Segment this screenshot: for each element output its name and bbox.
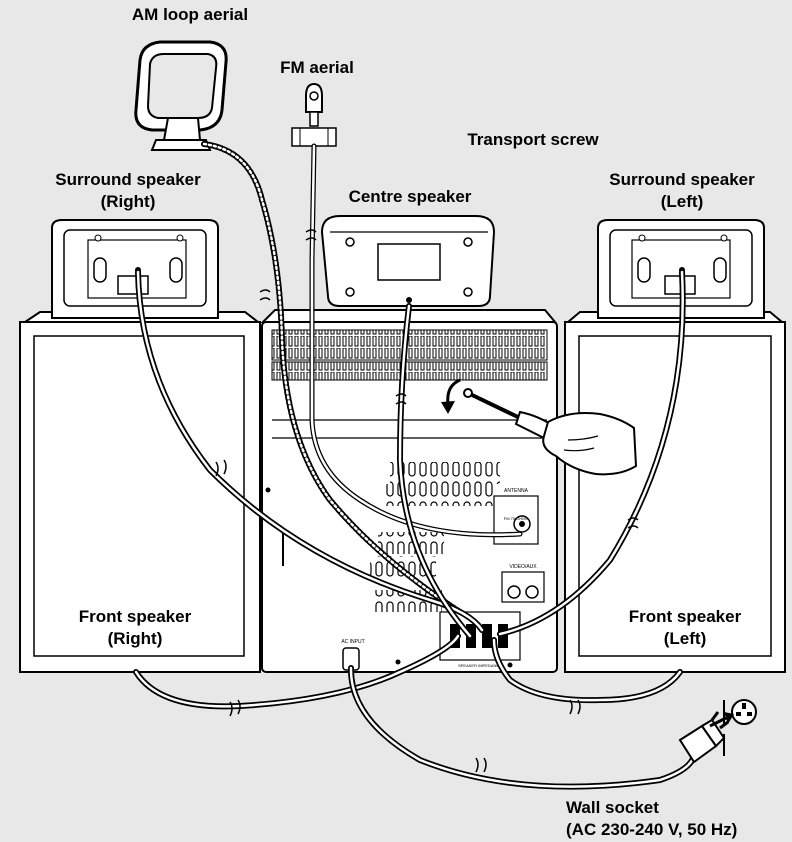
surround-left-label-line1: Surround speaker xyxy=(609,170,755,189)
am-loop-aerial xyxy=(134,40,228,151)
fm-aerial xyxy=(291,82,337,147)
front-left-label-line1: Front speaker xyxy=(628,607,742,626)
transport-screw-label: Transport screw xyxy=(467,130,599,149)
surround-right-label-line1: Surround speaker xyxy=(55,170,201,189)
fm-aerial-label: FM aerial xyxy=(280,58,354,77)
centre-speaker xyxy=(320,215,496,307)
surround-speaker-right xyxy=(51,219,219,319)
front-speaker-left xyxy=(564,311,786,673)
wall-socket-label-line2: (AC 230-240 V, 50 Hz) xyxy=(566,820,738,839)
surround-left-label-line2: (Left) xyxy=(660,192,704,211)
fm-75-marking: FM 75 OHMS xyxy=(504,516,529,521)
speakers-marking: SPEAKER IMPEDANCE xyxy=(458,663,502,668)
surround-right-label-line2: (Right) xyxy=(100,192,156,211)
antenna-marking: ANTENNA xyxy=(504,488,529,494)
front-speaker-right xyxy=(19,311,261,673)
wall-socket-label-line1: Wall socket xyxy=(566,798,659,817)
am-loop-aerial-label: AM loop aerial xyxy=(131,5,249,24)
screwdriver-hand xyxy=(441,378,638,476)
centre-speaker-label: Centre speaker xyxy=(348,187,472,206)
cable-break-marks xyxy=(215,229,639,773)
cables xyxy=(133,141,697,790)
video-aux-marking: VIDEO/AUX xyxy=(509,564,537,570)
front-left-label-line2: (Left) xyxy=(663,629,707,648)
front-right-label-line1: Front speaker xyxy=(78,607,192,626)
ac-input-marking: AC INPUT xyxy=(341,639,364,645)
wall-socket xyxy=(709,699,757,756)
front-right-label-line2: (Right) xyxy=(107,629,163,648)
